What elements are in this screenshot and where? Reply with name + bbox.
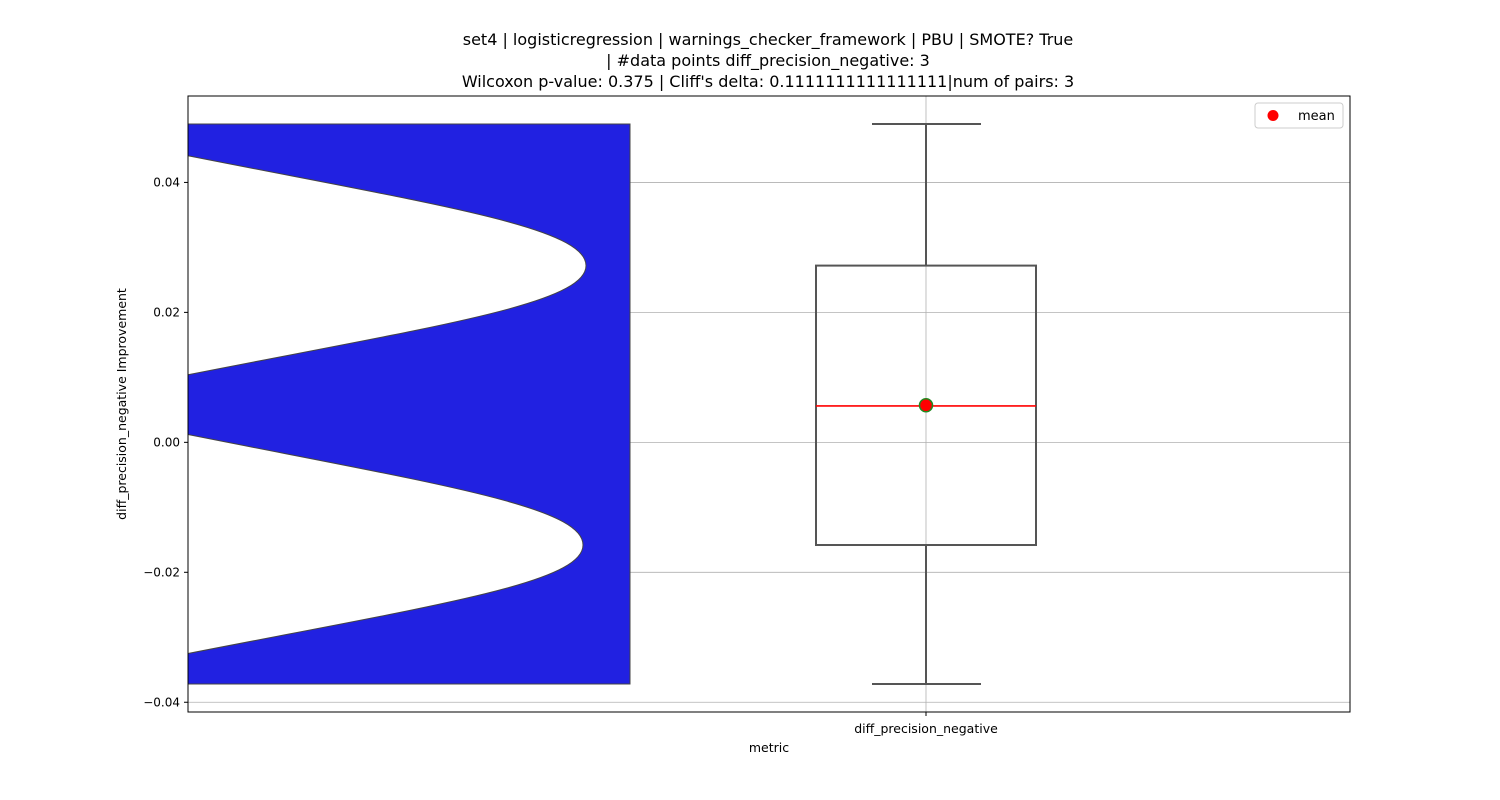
- axes-frame: [187, 95, 1351, 713]
- y-tick-label: 0.02: [153, 305, 180, 319]
- violin-density-lobe: [187, 433, 584, 655]
- mean-marker: [918, 398, 934, 413]
- y-tick-label: −0.04: [143, 695, 180, 709]
- chart-title-line-1: set4 | logisticregression | warnings_che…: [462, 30, 1074, 49]
- y-tick-label: 0.04: [153, 175, 180, 189]
- x-axis-ticks: diff_precision_negative: [854, 712, 998, 736]
- violin-density-lobe: [187, 155, 587, 376]
- y-tick-label: 0.00: [153, 435, 180, 449]
- x-axis-label: metric: [749, 740, 789, 755]
- x-tick-label: diff_precision_negative: [854, 721, 998, 736]
- legend-box: [1254, 102, 1344, 129]
- box-plot: [815, 122, 1037, 686]
- chart-title-line-3: Wilcoxon p-value: 0.375 | Cliff's delta:…: [461, 72, 1075, 91]
- y-axis-ticks: −0.04 −0.02 0.00 0.02 0.04: [143, 175, 188, 709]
- y-tick-label: −0.02: [143, 565, 180, 579]
- chart-title-line-2: | #data points diff_precision_negative: …: [606, 51, 930, 70]
- legend-mean-marker: [1267, 110, 1279, 121]
- violin-plot: [187, 123, 631, 685]
- legend: mean: [1254, 102, 1344, 129]
- legend-label-mean: mean: [1298, 109, 1335, 124]
- y-axis-label: diff_precision_negative Improvement: [114, 288, 129, 520]
